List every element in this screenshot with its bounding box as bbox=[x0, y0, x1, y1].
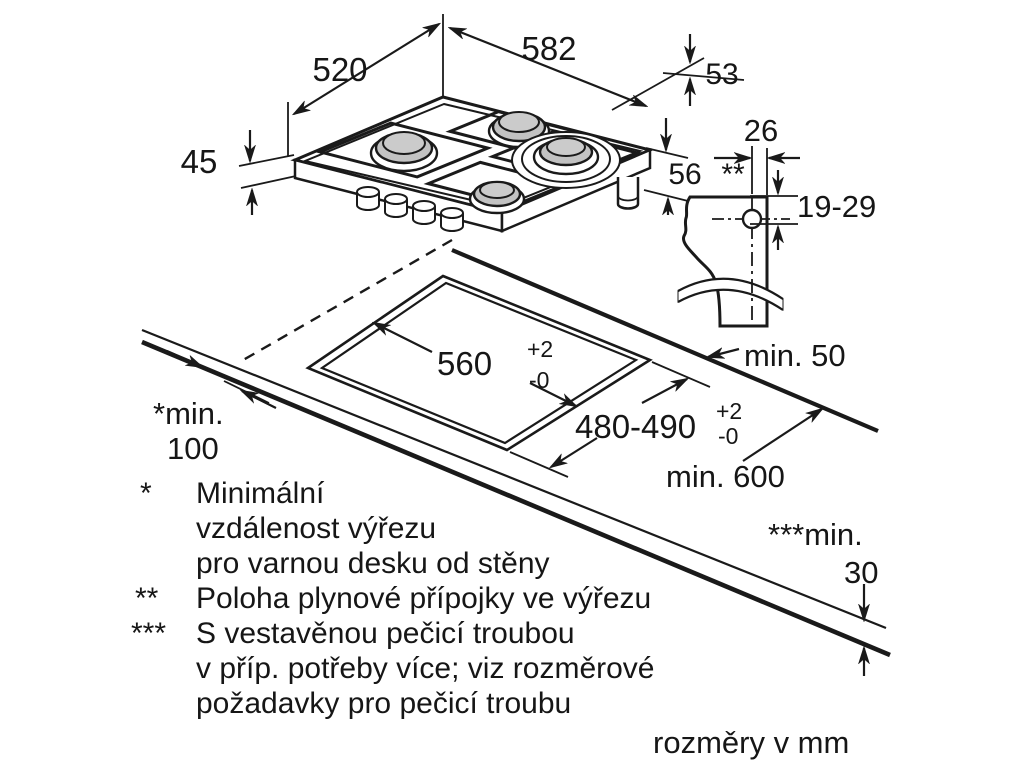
dim-gas-x-label: 26 bbox=[744, 113, 778, 148]
dim-edge-height-label: 53 bbox=[705, 58, 738, 91]
min-side-value: 100 bbox=[167, 431, 219, 466]
min-front-label: min. 600 bbox=[666, 459, 785, 494]
burner-back bbox=[487, 111, 551, 149]
cutout-depth-tol-minus: -0 bbox=[718, 423, 738, 449]
gas-pipe bbox=[616, 177, 640, 210]
footnote-1-line-3: pro varnou desku od stěny bbox=[196, 547, 550, 580]
dim-width-label: 582 bbox=[521, 30, 576, 67]
gas-marker-label: ** bbox=[721, 158, 745, 191]
footnotes: * Minimální vzdálenost výřezu pro varnou… bbox=[131, 477, 655, 720]
gas-inlet-hole bbox=[741, 208, 763, 230]
footnote-3-line-2: v příp. potřeby více; viz rozměrové bbox=[196, 652, 655, 685]
cutout-width-tol-minus: -0 bbox=[529, 367, 549, 393]
gas-connection-detail bbox=[677, 195, 790, 328]
units-note: rozměry v mm bbox=[653, 725, 849, 760]
min-side-label: *min. bbox=[153, 396, 224, 431]
hob bbox=[290, 95, 655, 233]
pipe-break-arc-2 bbox=[677, 288, 784, 311]
dim-cutout-depth-label: 480-490 bbox=[575, 408, 696, 445]
dim-gas-y-label: 19-29 bbox=[797, 189, 876, 224]
footnote-3-marker: *** bbox=[131, 617, 166, 650]
min-thickness-value: 30 bbox=[844, 555, 878, 590]
footnote-3-line-1: S vestavěnou pečicí troubou bbox=[196, 617, 575, 650]
footnote-3-line-3: požadavky pro pečicí troubu bbox=[196, 687, 571, 720]
burner-wok bbox=[511, 131, 621, 189]
footnote-2-marker: ** bbox=[135, 582, 159, 615]
footnote-1-line-1: Minimální bbox=[196, 477, 325, 510]
burner-front bbox=[468, 180, 526, 215]
burner-left bbox=[369, 131, 439, 173]
dim-corner-height-label: 56 bbox=[668, 158, 701, 191]
footnote-1-marker: * bbox=[140, 477, 152, 510]
min-thickness-label: ***min. bbox=[768, 517, 863, 552]
worktop-cutout bbox=[305, 274, 653, 452]
projection-dashed-line bbox=[237, 238, 453, 365]
dim-cutout-width-label: 560 bbox=[437, 345, 492, 382]
control-knobs bbox=[356, 186, 464, 232]
dim-depth-label: 520 bbox=[312, 51, 367, 88]
cutout-depth-tol-plus: +2 bbox=[716, 398, 742, 424]
pipe-break-arc-1 bbox=[677, 277, 784, 300]
footnote-2-line-1: Poloha plynové přípojky ve výřezu bbox=[196, 582, 651, 615]
worktop-edges bbox=[141, 248, 891, 658]
footnote-1-line-2: vzdálenost výřezu bbox=[196, 512, 436, 545]
dim-body-height-label: 45 bbox=[181, 143, 218, 180]
min-back-label: min. 50 bbox=[744, 338, 846, 373]
cutout-width-tol-plus: +2 bbox=[527, 336, 553, 362]
dimension-lines bbox=[166, 14, 864, 676]
